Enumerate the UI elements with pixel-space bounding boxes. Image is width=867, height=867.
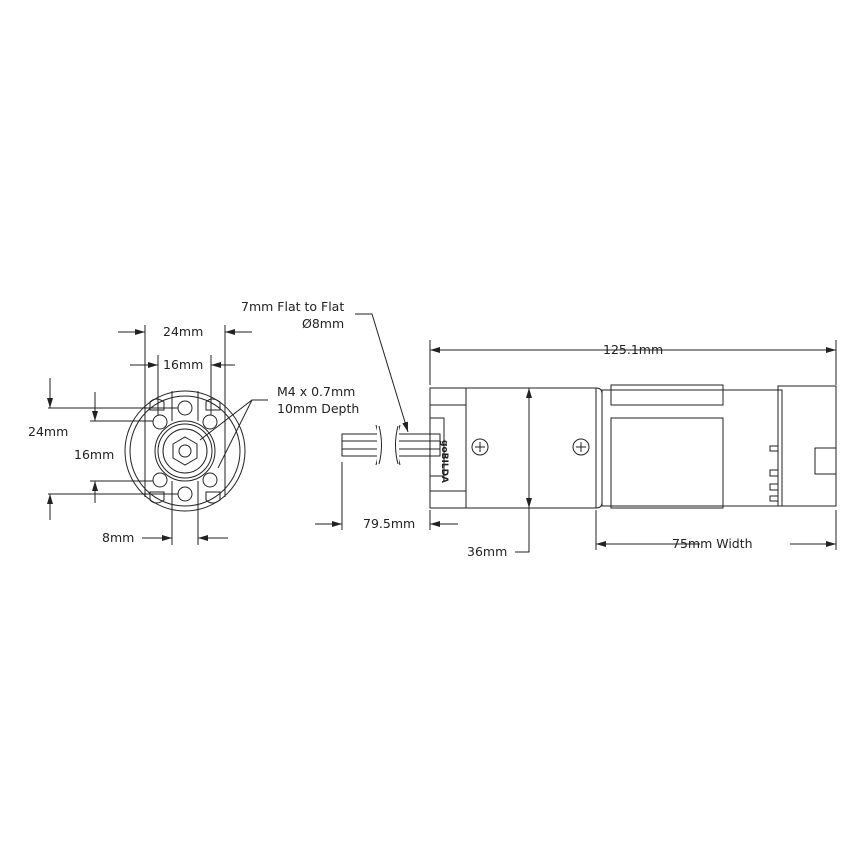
shaft-flat-label: 7mm Flat to Flat xyxy=(241,299,345,314)
front-width-outer-label: 24mm xyxy=(163,324,204,339)
motor-width-label: 75mm Width xyxy=(672,536,753,551)
side-view xyxy=(315,313,837,553)
front-height-inner-label: 16mm xyxy=(74,447,115,462)
shaft-diameter-label: Ø8mm xyxy=(302,316,345,331)
diameter-label: 36mm xyxy=(467,544,508,559)
overall-length-label: 125.1mm xyxy=(603,342,664,357)
gobilda-logo: goBILDA xyxy=(439,440,449,484)
shaft-length-label: 79.5mm xyxy=(363,516,416,531)
thread-callout-label: M4 x 0.7mm xyxy=(277,384,356,399)
front-slot-label: 8mm xyxy=(102,530,135,545)
front-height-outer-label: 24mm xyxy=(28,424,69,439)
front-view xyxy=(47,325,268,545)
thread-depth-label: 10mm Depth xyxy=(277,401,360,416)
front-width-inner-label: 16mm xyxy=(163,357,204,372)
